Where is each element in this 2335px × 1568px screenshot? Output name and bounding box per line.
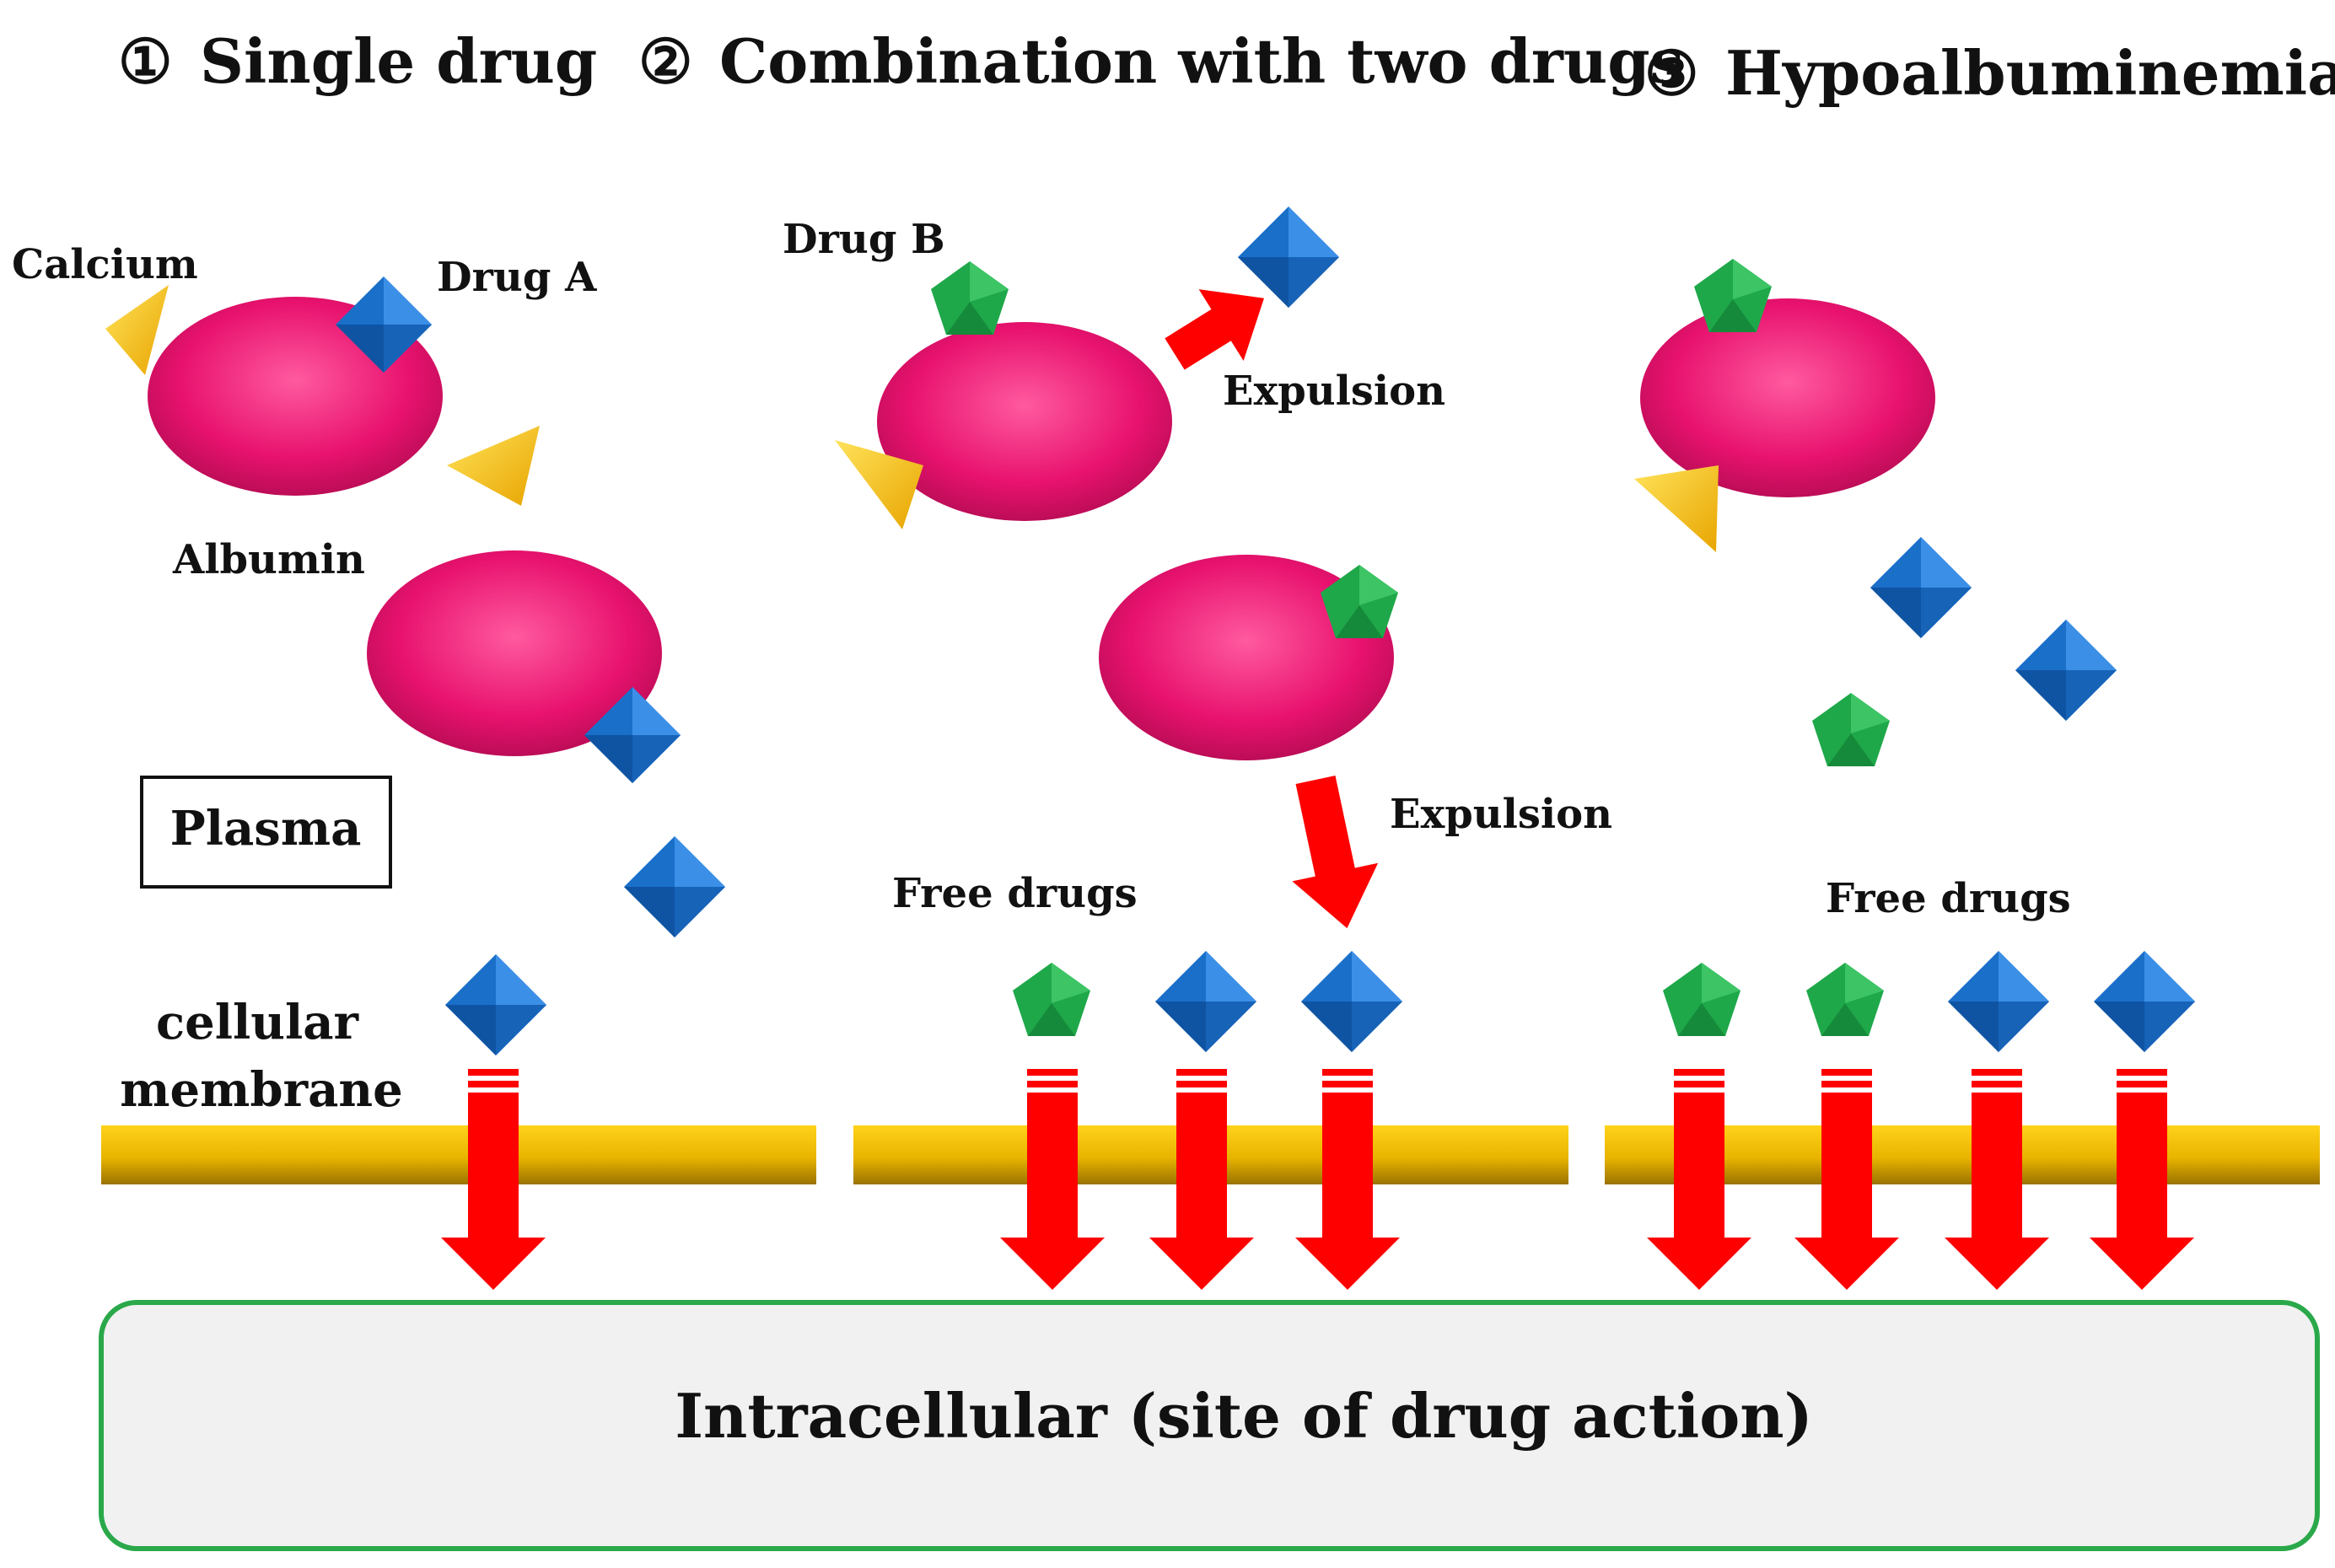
drug-b-label: Drug B [783,216,945,263]
panel-2-title: Combination with two drugs [719,25,1684,97]
albumin-shape [1640,298,1935,497]
calcium-ion [1634,465,1719,552]
drug-b-pentagon [1812,693,1890,766]
expulsion-arrow [1165,289,1265,370]
drug-b-pentagon [931,261,1009,335]
drug-b-pentagon [1694,259,1772,332]
free-drugs-label: Free drugs [892,870,1138,917]
drug-a-diamond [445,954,546,1055]
drug-b-pentagon [1663,963,1740,1036]
drug-a-diamond [1948,951,2049,1052]
intracellular-box [99,1300,2320,1551]
membrane-label-line1: cellular [156,995,360,1050]
calcium-label: Calcium [12,241,198,288]
albumin-shape [877,322,1172,521]
expulsion-arrow [1292,776,1379,929]
drug-a-diamond [1301,951,1402,1052]
panel-1-title: Single drug [200,25,597,97]
drug-a-diamond [1870,537,1972,638]
drug-b-pentagon [1806,963,1884,1036]
expulsion-label: Expulsion [1390,791,1612,838]
calcium-ion [835,440,923,529]
drug-a-label: Drug A [437,254,597,301]
plasma-label: Plasma [170,801,362,856]
drug-a-diamond [2015,620,2117,721]
plasma-box [140,776,392,889]
expulsion-label: Expulsion [1223,368,1445,415]
drug-a-diamond [1238,207,1339,308]
free-drugs-label: Free drugs [1826,875,2071,922]
panel-2-number: ② [638,25,693,97]
albumin-label: Albumin [172,536,365,583]
panel-1-number: ① [118,25,173,97]
membrane-label-line2: membrane [120,1062,402,1118]
cellular-membrane-segment [101,1125,816,1184]
panel-3-number: ③ [1644,37,1699,109]
albumin-shape [1099,555,1394,760]
intracellular-label: Intracellular (site of drug action) [675,1380,1812,1452]
drug-a-diamond [2094,951,2195,1052]
drug-b-pentagon [1013,963,1090,1036]
calcium-ion [105,285,169,375]
calcium-ion [447,426,540,506]
drug-a-diamond [1155,951,1256,1052]
albumin-shape [367,550,662,756]
drug-a-diamond [624,836,725,937]
panel-3-title: Hypoalbuminemia [1725,37,2335,109]
